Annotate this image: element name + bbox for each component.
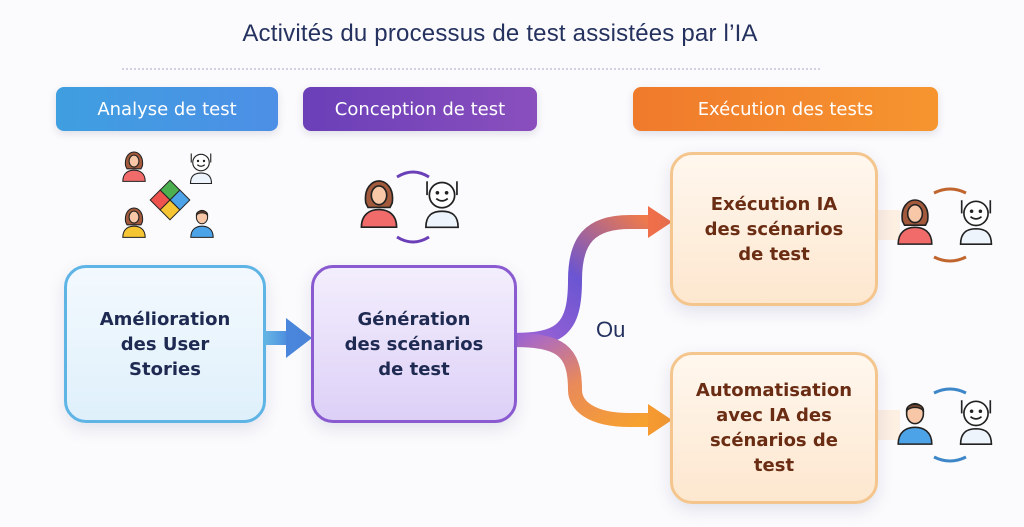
phase-label-execution: Exécution des tests	[633, 87, 938, 131]
human-ai-pair-icon	[892, 185, 1007, 265]
box-text-line: des User	[120, 333, 210, 355]
page-title: Activités du processus de test assistées…	[242, 20, 758, 47]
or-label: Ou	[596, 317, 626, 342]
human-ai-pair-icon	[355, 165, 470, 245]
box-text-line: Automatisation	[695, 380, 853, 401]
box-text-line: avec IA des	[716, 405, 832, 426]
phase-label-conception: Conception de test	[303, 87, 537, 131]
collaboration-puzzle-icon	[112, 150, 232, 250]
box-text-line: des scénarios	[704, 218, 844, 240]
box-text-line: de test	[738, 243, 810, 265]
phase-label-analyse: Analyse de test	[56, 87, 278, 131]
title-divider	[122, 68, 820, 70]
human-ai-pair-icon	[892, 385, 1007, 465]
box-test-generation: Génération des scénarios de test	[311, 265, 517, 423]
box-text-line: scénarios de	[709, 430, 839, 451]
box-text-line: des scénarios	[344, 333, 484, 355]
box-text-line: Amélioration	[99, 308, 231, 330]
box-text-line: Stories	[129, 358, 201, 380]
arrow-story-to-generation	[262, 318, 312, 358]
box-text-line: test	[753, 455, 795, 476]
box-ai-automation: Automatisation avec IA des scénarios de tes…	[670, 352, 878, 504]
arrow-to-automation	[511, 333, 672, 436]
box-ai-execution: Exécution IA des scénarios de test	[670, 152, 878, 306]
box-text-line: de test	[378, 358, 450, 380]
box-text-line: Exécution IA	[710, 193, 838, 215]
arrow-to-execution	[511, 206, 672, 347]
box-text-line: Génération	[357, 308, 471, 330]
